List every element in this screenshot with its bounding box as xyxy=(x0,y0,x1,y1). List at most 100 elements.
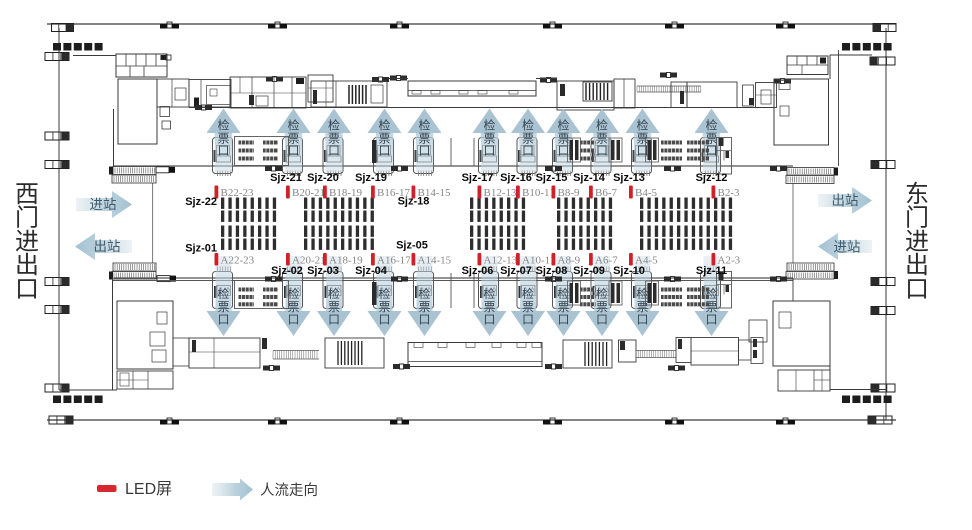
svg-text:检: 检 xyxy=(483,118,495,133)
svg-text:检: 检 xyxy=(328,118,340,133)
svg-text:口: 口 xyxy=(328,144,340,158)
svg-text:检: 检 xyxy=(522,118,534,133)
svg-text:检: 检 xyxy=(418,286,430,301)
svg-text:A20-21: A20-21 xyxy=(292,255,326,267)
svg-text:Sjz-07: Sjz-07 xyxy=(500,265,532,277)
svg-text:西门进出口: 西门进出口 xyxy=(15,181,39,303)
svg-text:B8-9: B8-9 xyxy=(558,187,581,199)
svg-text:口: 口 xyxy=(378,313,390,327)
svg-text:A6-7: A6-7 xyxy=(595,255,618,267)
svg-text:检: 检 xyxy=(378,286,390,301)
svg-text:检: 检 xyxy=(287,118,299,133)
svg-text:口: 口 xyxy=(217,313,229,327)
svg-text:口: 口 xyxy=(328,313,340,327)
svg-text:口: 口 xyxy=(522,313,534,327)
svg-text:Sjz-19: Sjz-19 xyxy=(355,172,387,184)
svg-text:B20-21: B20-21 xyxy=(292,187,325,199)
svg-text:检: 检 xyxy=(217,118,229,133)
svg-text:票: 票 xyxy=(217,132,229,146)
svg-text:票: 票 xyxy=(557,132,569,146)
svg-text:检: 检 xyxy=(596,118,608,133)
svg-text:检: 检 xyxy=(557,286,569,301)
svg-text:口: 口 xyxy=(418,313,430,327)
svg-text:口: 口 xyxy=(636,313,648,327)
svg-text:Sjz-18: Sjz-18 xyxy=(398,196,430,208)
svg-text:Sjz-16: Sjz-16 xyxy=(500,172,532,184)
svg-text:A2-3: A2-3 xyxy=(718,255,741,267)
svg-text:Sjz-10: Sjz-10 xyxy=(613,265,645,277)
svg-text:A4-5: A4-5 xyxy=(635,255,658,267)
svg-text:票: 票 xyxy=(483,132,495,146)
svg-text:口: 口 xyxy=(378,144,390,158)
svg-text:检: 检 xyxy=(705,118,717,133)
svg-text:口: 口 xyxy=(287,313,299,327)
svg-text:Sjz-03: Sjz-03 xyxy=(307,265,339,277)
svg-text:检: 检 xyxy=(483,286,495,301)
svg-text:Sjz-17: Sjz-17 xyxy=(462,172,494,184)
svg-text:B16-17: B16-17 xyxy=(377,187,411,199)
svg-text:A8-9: A8-9 xyxy=(558,255,581,267)
svg-text:票: 票 xyxy=(328,300,340,314)
svg-text:B10-11: B10-11 xyxy=(522,187,555,199)
svg-text:A16-17: A16-17 xyxy=(377,255,411,267)
svg-text:B4-5: B4-5 xyxy=(635,187,658,199)
svg-text:口: 口 xyxy=(522,144,534,158)
svg-text:票: 票 xyxy=(418,132,430,146)
svg-text:口: 口 xyxy=(557,144,569,158)
svg-text:Sjz-09: Sjz-09 xyxy=(573,265,605,277)
svg-text:口: 口 xyxy=(418,144,430,158)
svg-text:口: 口 xyxy=(636,144,648,158)
svg-text:Sjz-14: Sjz-14 xyxy=(573,172,606,184)
svg-text:票: 票 xyxy=(378,300,390,314)
svg-text:A18-19: A18-19 xyxy=(329,255,363,267)
svg-text:Sjz-06: Sjz-06 xyxy=(462,265,494,277)
svg-text:票: 票 xyxy=(483,300,495,314)
svg-text:Sjz-12: Sjz-12 xyxy=(696,172,728,184)
svg-text:Sjz-13: Sjz-13 xyxy=(613,172,645,184)
svg-text:检: 检 xyxy=(557,118,569,133)
svg-text:出站: 出站 xyxy=(94,239,121,254)
svg-text:Sjz-02: Sjz-02 xyxy=(271,265,303,277)
svg-text:东门进出口: 东门进出口 xyxy=(905,181,929,303)
svg-text:检: 检 xyxy=(378,118,390,133)
svg-text:口: 口 xyxy=(483,313,495,327)
svg-text:进站: 进站 xyxy=(834,240,861,255)
svg-text:A12-13: A12-13 xyxy=(484,255,518,267)
svg-text:口: 口 xyxy=(483,144,495,158)
svg-text:检: 检 xyxy=(596,286,608,301)
svg-text:票: 票 xyxy=(522,300,534,314)
svg-text:人流走向: 人流走向 xyxy=(260,482,318,499)
svg-text:Sjz-21: Sjz-21 xyxy=(270,172,302,184)
svg-text:Sjz-15: Sjz-15 xyxy=(536,172,568,184)
svg-text:B2-3: B2-3 xyxy=(718,187,741,199)
svg-text:检: 检 xyxy=(636,118,648,133)
svg-text:口: 口 xyxy=(596,144,608,158)
svg-text:检: 检 xyxy=(418,118,430,133)
svg-text:票: 票 xyxy=(522,132,534,146)
svg-text:口: 口 xyxy=(705,144,717,158)
svg-text:B12-13: B12-13 xyxy=(484,187,518,199)
svg-text:票: 票 xyxy=(217,300,229,314)
svg-text:检: 检 xyxy=(287,286,299,301)
svg-text:B6-7: B6-7 xyxy=(595,187,618,199)
svg-text:检: 检 xyxy=(522,286,534,301)
svg-text:Sjz-11: Sjz-11 xyxy=(696,265,727,277)
svg-text:A10-11: A10-11 xyxy=(522,255,555,267)
svg-text:口: 口 xyxy=(217,144,229,158)
svg-text:票: 票 xyxy=(596,132,608,146)
svg-text:票: 票 xyxy=(287,300,299,314)
svg-text:Sjz-05: Sjz-05 xyxy=(396,240,428,252)
svg-text:B14-15: B14-15 xyxy=(418,187,452,199)
svg-text:口: 口 xyxy=(287,144,299,158)
svg-text:B22-23: B22-23 xyxy=(221,187,255,199)
svg-text:出站: 出站 xyxy=(832,193,859,208)
svg-text:口: 口 xyxy=(596,313,608,327)
svg-text:Sjz-22: Sjz-22 xyxy=(185,196,217,208)
svg-text:Sjz-04: Sjz-04 xyxy=(355,265,388,277)
svg-text:检: 检 xyxy=(217,286,229,301)
svg-text:B18-19: B18-19 xyxy=(329,187,363,199)
svg-text:票: 票 xyxy=(378,132,390,146)
svg-text:A22-23: A22-23 xyxy=(221,255,255,267)
svg-text:检: 检 xyxy=(328,286,340,301)
svg-text:LED屏: LED屏 xyxy=(125,481,172,498)
